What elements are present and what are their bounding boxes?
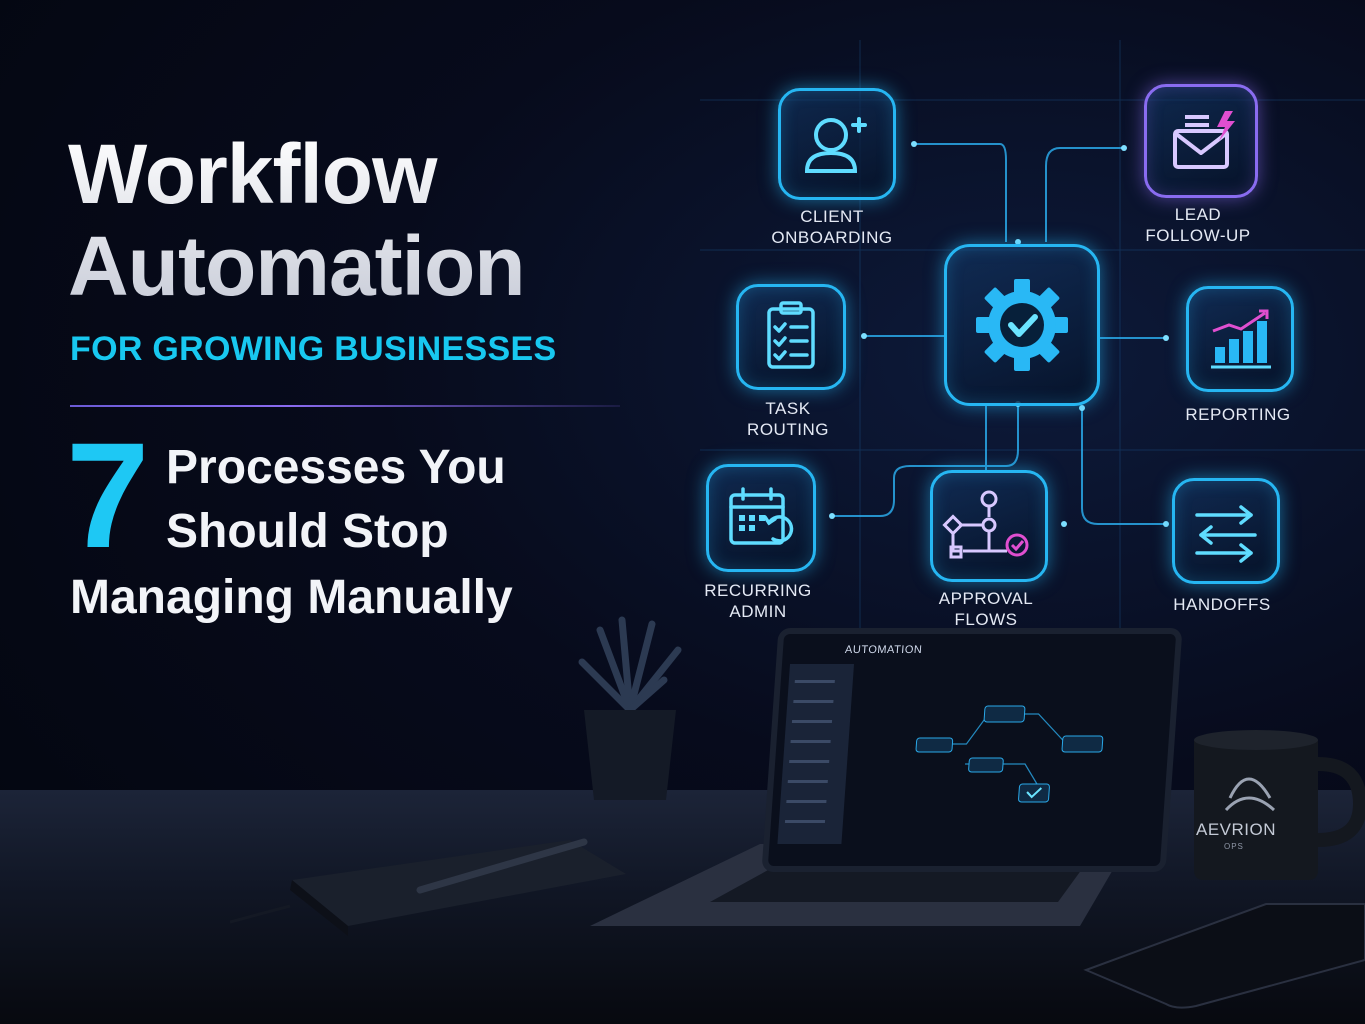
node-recurring-admin — [706, 464, 816, 572]
node-label-line1: CLIENT — [800, 207, 864, 226]
node-label-line1: LEAD — [1174, 205, 1222, 224]
clipboard-checklist-icon — [767, 301, 815, 369]
bar-chart-trend-icon — [1211, 309, 1271, 369]
node-label-reporting: REPORTING — [1185, 404, 1290, 425]
laptop-screen: AUTOMATION — [761, 628, 1183, 872]
node-central-automation — [944, 244, 1100, 406]
node-label-approval-flows: APPROVAL FLOWS — [939, 588, 1033, 630]
node-approval-flows — [930, 470, 1048, 582]
tagline-line2: Should Stop — [166, 505, 449, 558]
node-lead-follow-up — [1144, 84, 1258, 198]
node-label-task-routing: TASK ROUTING — [747, 398, 829, 440]
node-label-line1: TASK — [765, 399, 811, 418]
node-client-onboarding — [778, 88, 896, 200]
phone-image — [1083, 903, 1365, 1009]
node-label-line1: HANDOFFS — [1173, 595, 1271, 614]
plant-image — [578, 616, 682, 800]
node-label-line2: FLOWS — [954, 610, 1018, 629]
node-label-line1: APPROVAL — [938, 589, 1034, 608]
tagline-line3: Managing Manually — [70, 571, 513, 624]
mug-image — [1194, 730, 1365, 880]
approval-flow-icon — [942, 490, 1029, 559]
subtitle: FOR GROWING BUSINESSES — [70, 330, 557, 368]
node-label-line1: REPORTING — [1185, 405, 1291, 424]
node-label-line2: ONBOARDING — [771, 228, 893, 247]
gear-check-icon — [976, 279, 1068, 371]
workflow-canvas — [777, 664, 1104, 844]
node-handoffs — [1172, 478, 1280, 584]
user-plus-icon — [804, 117, 867, 173]
headline: Workflow Automation — [68, 128, 525, 312]
mail-bolt-icon — [1173, 111, 1235, 169]
headline-line2: Automation — [68, 219, 525, 313]
node-reporting — [1186, 286, 1294, 392]
node-label-client-onboarding: CLIENT ONBOARDING — [771, 206, 892, 248]
node-label-recurring-admin: RECURRING ADMIN — [704, 580, 811, 622]
node-label-line2: FOLLOW-UP — [1145, 226, 1251, 245]
node-label-line1: RECURRING — [704, 581, 812, 600]
node-label-line2: ADMIN — [729, 602, 787, 621]
divider — [70, 405, 620, 407]
mug-brand: AEVRION — [1196, 820, 1277, 839]
node-label-line2: ROUTING — [747, 420, 829, 439]
process-count: 7 — [66, 411, 150, 579]
mug-sub: OPS — [1224, 842, 1244, 851]
headline-line1: Workflow — [68, 127, 437, 221]
node-label-handoffs: HANDOFFS — [1173, 594, 1271, 615]
calendar-repeat-icon — [729, 487, 794, 545]
node-label-lead-follow-up: LEAD FOLLOW-UP — [1145, 204, 1250, 246]
exchange-arrows-icon — [1195, 505, 1257, 563]
node-task-routing — [736, 284, 846, 390]
notebook-image — [230, 838, 626, 936]
tagline-line1: Processes You — [166, 441, 506, 494]
